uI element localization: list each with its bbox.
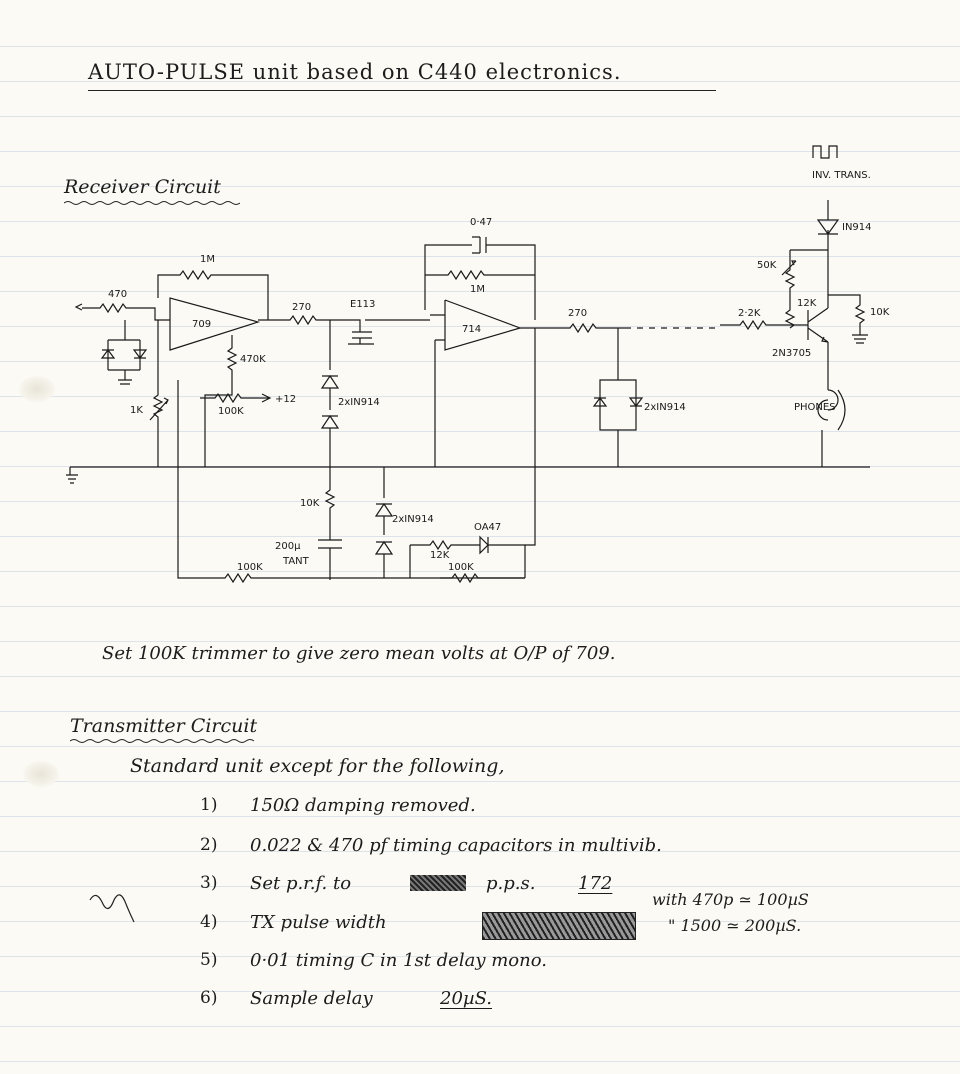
label-470: 470: [108, 289, 127, 300]
resistor-470k: [204, 335, 238, 467]
binder-hole-bottom: [22, 760, 60, 788]
capacitor-047: [424, 236, 536, 320]
resistor-10k-cap-200u: [318, 467, 342, 580]
diodes-2x1n914-c: [374, 467, 394, 578]
label-100k: 100K: [218, 406, 244, 417]
input-diodes: [100, 320, 148, 385]
receiver-heading: Receiver Circuit: [64, 176, 221, 198]
label-12k: 12K: [797, 298, 817, 309]
label-270-b: 270: [568, 308, 587, 319]
title-underline: [88, 90, 716, 91]
oa47-and-12k: [330, 535, 526, 579]
side-note-1: with 470p ≃ 100µS: [652, 890, 809, 909]
label-200u: 200µ: [275, 541, 301, 552]
label-047: 0·47: [470, 217, 492, 228]
receiver-heading-underline: [64, 201, 240, 205]
resistor-100k-bottom: [177, 467, 330, 584]
label-e113: E113: [350, 299, 375, 310]
resistor-1k: [152, 320, 164, 467]
diodes-2x1n914-b: [592, 328, 644, 467]
label-2-2k: 2·2K: [738, 308, 761, 319]
receiver-schematic: 470 1M 709 270 E113 470K 100K +12 1K 2xI…: [66, 145, 890, 584]
label-2n3705: 2N3705: [772, 348, 811, 359]
label-1k: 1K: [130, 405, 143, 416]
page-title: AUTO-PULSE unit based on C440 electronic…: [88, 60, 622, 84]
trimmer-50k: [781, 249, 828, 300]
resistor-12k: [784, 300, 796, 329]
label-100k-bottom: 100K: [237, 562, 263, 573]
label-2x1n914-c: 2xIN914: [392, 514, 434, 525]
label-100k-right: 100K: [448, 562, 474, 573]
label-714: 714: [462, 324, 481, 335]
label-270: 270: [292, 302, 311, 313]
scribbled-out-value: [482, 912, 636, 940]
opamp-714: [430, 299, 522, 467]
label-470k: 470K: [240, 354, 266, 365]
label-709: 709: [192, 319, 211, 330]
label-oa47: OA47: [474, 522, 501, 533]
resistor-270-a: [258, 314, 330, 326]
resistor-2-2k: [720, 310, 809, 340]
resistor-270-b: [520, 322, 625, 334]
doodle-squiggle: [89, 894, 135, 923]
transmitter-intro: Standard unit except for the following,: [130, 755, 505, 777]
transmitter-heading: Transmitter Circuit: [70, 715, 258, 737]
label-1n914-top: IN914: [842, 222, 872, 233]
diode-1n914-top: [816, 200, 840, 295]
ground-symbol-left: [66, 467, 78, 484]
resistor-100k-right: [440, 572, 525, 584]
transistor-2n3705: [807, 294, 868, 344]
trimmer-note: Set 100K trimmer to give zero mean volts…: [102, 643, 616, 664]
label-1m-b: 1M: [470, 284, 485, 295]
side-note-2: " 1500 ≃ 200µS.: [668, 916, 802, 935]
label-2x1n914-a: 2xIN914: [338, 397, 380, 408]
feedback-1m-b: [425, 269, 535, 281]
label-1m: 1M: [200, 254, 215, 265]
label-10k: 10K: [300, 498, 320, 509]
label-plus12: +12: [275, 394, 296, 405]
opamp-709: [169, 297, 261, 351]
e113-fet: [330, 319, 430, 345]
label-inv-trans: INV. TRANS.: [812, 170, 871, 181]
trimmer-100k: [200, 392, 272, 404]
schematic-labels: 470 1M 709 270 E113 470K 100K +12 1K 2xI…: [108, 170, 890, 573]
label-2x1n914-b: 2xIN914: [644, 402, 686, 413]
diodes-2x1n914-a: [320, 320, 340, 467]
pulse-symbol: [812, 145, 838, 159]
feedback-1m: [157, 269, 269, 320]
scribbled-out-value: [410, 875, 466, 891]
binder-hole-top: [18, 375, 56, 403]
label-10k-right: 10K: [870, 307, 890, 318]
resistor-470: [82, 302, 170, 321]
transmitter-heading-underline: [70, 739, 255, 743]
label-tant: TANT: [282, 556, 310, 567]
label-50k: 50K: [757, 260, 777, 271]
label-phones: PHONES: [794, 402, 836, 413]
phones: [817, 389, 846, 431]
label-12k-b: 12K: [430, 550, 450, 561]
